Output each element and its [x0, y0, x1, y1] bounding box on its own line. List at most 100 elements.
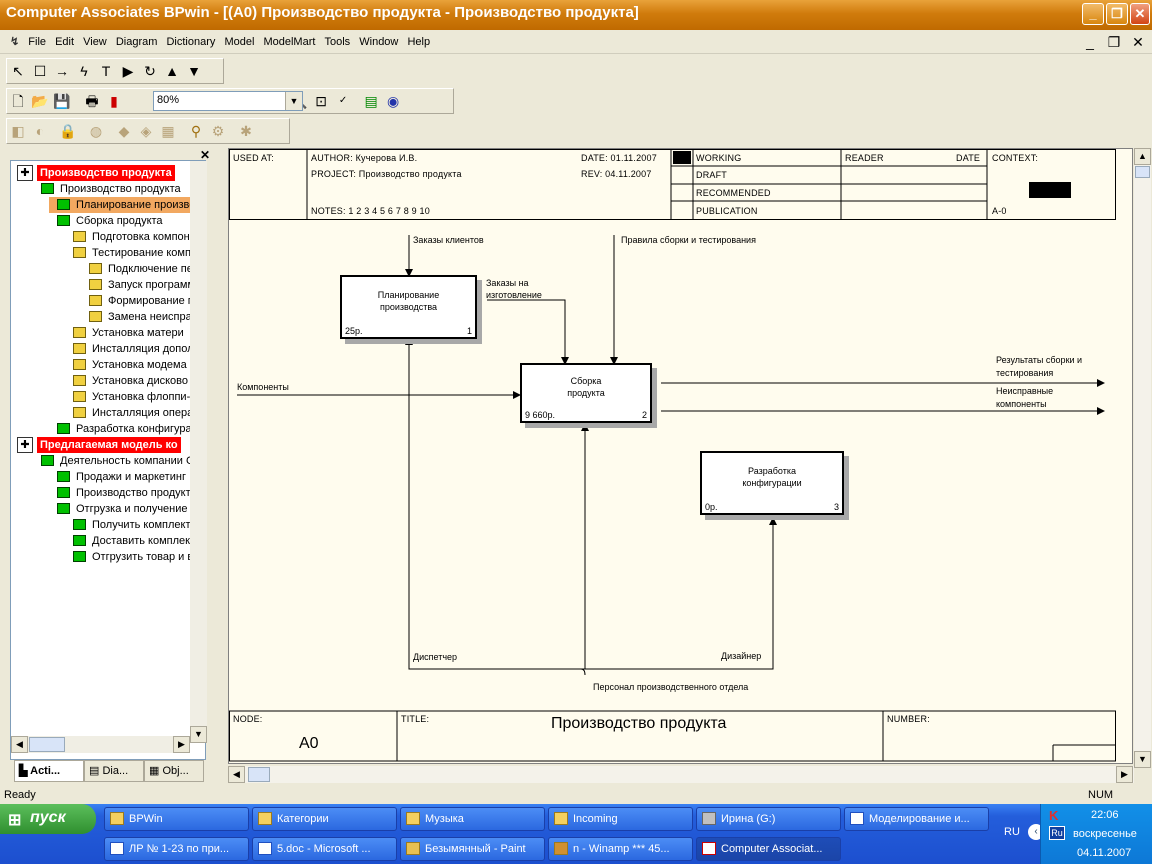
arrow-label-staff[interactable]: Персонал производственного отдела [593, 682, 749, 692]
close-button[interactable]: ✕ [1130, 3, 1150, 25]
scroll-up-icon[interactable]: ▲ [1134, 148, 1151, 165]
menu-tools[interactable]: Tools [324, 36, 351, 48]
menu-modelmart[interactable]: ModelMart [263, 36, 316, 48]
model-node-icon[interactable]: ✚ [17, 165, 33, 181]
tree-item[interactable]: Инсталляция операц [65, 405, 200, 421]
mdi-close-button[interactable]: ✕ [1132, 34, 1144, 50]
scroll-thumb[interactable] [248, 767, 270, 782]
chevron-down-icon[interactable]: ▼ [285, 92, 302, 110]
go-to-parent-icon[interactable]: ▲ [165, 63, 179, 79]
tree-item[interactable]: Деятельность компании С [33, 453, 194, 469]
scroll-down-icon[interactable]: ▼ [190, 726, 207, 743]
arrow-label-designer[interactable]: Дизайнер [721, 651, 762, 661]
print-icon[interactable]: 🖶 [85, 93, 99, 109]
tree-item[interactable]: Отгрузить товар и в [65, 549, 193, 565]
zoom-select[interactable]: 80%▼ [153, 91, 303, 111]
new-icon[interactable]: 🗋 [12, 93, 24, 109]
menu-window[interactable]: Window [359, 36, 399, 48]
arrow-label-components[interactable]: Компоненты [237, 382, 289, 392]
task-bpwin-app[interactable]: Computer Associat... [696, 837, 841, 861]
tree-item[interactable]: Установка флоппи-д [65, 389, 197, 405]
canvas-horizontal-scrollbar[interactable]: ◀ ▶ [228, 766, 1134, 783]
tool-g-icon[interactable]: ⚲ [190, 123, 202, 139]
save-icon[interactable]: 💾 [53, 93, 71, 109]
tab-activities[interactable]: ▙ Acti... [14, 760, 84, 782]
mdi-minimize-button[interactable]: _ [1086, 34, 1094, 50]
spell-check-icon[interactable]: ✓ [338, 95, 348, 106]
activity-box-3[interactable]: Разработка конфигурации 0р. 3 [700, 451, 844, 515]
modelmart-icon[interactable]: ◉ [386, 93, 400, 109]
tree-horizontal-scrollbar[interactable]: ◀ ▶ [11, 736, 190, 753]
tree-item[interactable]: Сборка продукта [49, 213, 163, 229]
zoom-fit-icon[interactable]: ⊡ [315, 93, 327, 109]
app-menu-icon[interactable]: ↯ [10, 36, 20, 48]
task-incoming[interactable]: Incoming [548, 807, 693, 831]
menu-file[interactable]: File [28, 36, 47, 48]
tree-item[interactable]: Подготовка компонен [65, 229, 202, 245]
tree-item[interactable]: Подключение пер [81, 261, 199, 277]
tree-item[interactable]: Установка модема [65, 357, 187, 373]
diagram-canvas[interactable]: USED AT: AUTHOR: Кучерова И.В. PROJECT: … [228, 148, 1133, 764]
menu-model[interactable]: Model [224, 36, 255, 48]
arrow-label-orders[interactable]: Заказы клиентов [413, 235, 484, 245]
tree-item[interactable]: Формирование п [81, 293, 194, 309]
task-categories[interactable]: Категории [252, 807, 397, 831]
minimize-button[interactable]: _ [1082, 3, 1104, 25]
tree-item[interactable]: Установка матери [65, 325, 184, 341]
task-bpwin[interactable]: BPWin [104, 807, 249, 831]
arrow-label-prod-orders[interactable]: Заказы на изготовление [486, 278, 542, 300]
task-paint[interactable]: Безымянный - Paint [400, 837, 545, 861]
restore-button[interactable]: ❐ [1106, 3, 1128, 25]
menu-edit[interactable]: Edit [55, 36, 75, 48]
tree-item[interactable]: Предлагаемая модель ко [37, 437, 181, 453]
scroll-right-icon[interactable]: ▶ [1116, 766, 1133, 783]
tree-item[interactable]: Продажи и маркетинг [49, 469, 186, 485]
arrow-label-rules[interactable]: Правила сборки и тестирования [621, 235, 756, 245]
menu-help[interactable]: Help [407, 36, 431, 48]
canvas-vertical-scrollbar[interactable]: ▲ ▼ [1134, 148, 1151, 768]
scroll-left-icon[interactable]: ◀ [11, 736, 28, 753]
go-to-child-icon[interactable]: ▶ [122, 63, 134, 79]
mdi-restore-button[interactable]: ❐ [1107, 34, 1121, 50]
arrow-label-results[interactable]: Результаты сборки и тестирования [996, 355, 1083, 378]
lang-icon[interactable]: Ru [1049, 826, 1065, 840]
menu-diagram[interactable]: Diagram [115, 36, 158, 48]
tree-item[interactable]: Производство продукта [37, 165, 175, 181]
go-to-sibling-icon[interactable]: ↻ [144, 63, 156, 79]
tree-item[interactable]: Инсталляция дополн [65, 341, 200, 357]
model-node-icon[interactable]: ✚ [17, 437, 33, 453]
scroll-left-icon[interactable]: ◀ [228, 766, 245, 783]
scroll-thumb[interactable] [1135, 166, 1150, 178]
task-5-doc[interactable]: 5.doc - Microsoft ... [252, 837, 397, 861]
tree-item[interactable]: Планирование произво [49, 197, 196, 213]
arrow-label-faulty[interactable]: Неисправные компоненты [996, 386, 1054, 409]
tree-item[interactable]: Производство продукта [33, 181, 181, 197]
arrow-tool-icon[interactable]: → [55, 63, 69, 79]
tree-item[interactable]: Тестирование компь [65, 245, 197, 261]
task-drive-g[interactable]: Ирина (G:) [696, 807, 841, 831]
language-indicator[interactable]: RU [1004, 826, 1020, 838]
menu-dictionary[interactable]: Dictionary [166, 36, 216, 48]
pointer-tool-icon[interactable]: ↖ [12, 63, 24, 79]
tree-item[interactable]: Отгрузка и получение [49, 501, 188, 517]
squiggle-tool-icon[interactable]: ϟ [80, 63, 88, 79]
tree-item[interactable]: Производство продукта [49, 485, 197, 501]
tree-item[interactable]: Замена неисправ [81, 309, 198, 325]
arrow-label-dispatcher[interactable]: Диспетчер [413, 652, 458, 662]
scroll-down-icon[interactable]: ▼ [1134, 751, 1151, 768]
task-music[interactable]: Музыка [400, 807, 545, 831]
task-modeling-doc[interactable]: Моделирование и... [844, 807, 989, 831]
activity-box-2[interactable]: Сборка продукта 9 660р. 2 [520, 363, 652, 423]
tree-item[interactable]: Установка дисково [65, 373, 188, 389]
tab-diagrams[interactable]: ▤ Dia... [84, 760, 144, 782]
menu-view[interactable]: View [83, 36, 107, 48]
text-tool-icon[interactable]: T [101, 63, 111, 79]
kaspersky-icon[interactable]: K [1049, 808, 1059, 823]
open-icon[interactable]: 📂 [31, 93, 49, 109]
box-tool-icon[interactable]: ☐ [33, 63, 47, 79]
tree-item[interactable]: Получить комплекту [65, 517, 196, 533]
task-winamp[interactable]: n - Winamp *** 45... [548, 837, 693, 861]
color-icon[interactable]: ▮ [110, 93, 118, 109]
tree-vertical-scrollbar[interactable] [190, 161, 207, 743]
tree-item[interactable]: Запуск программ [81, 277, 195, 293]
